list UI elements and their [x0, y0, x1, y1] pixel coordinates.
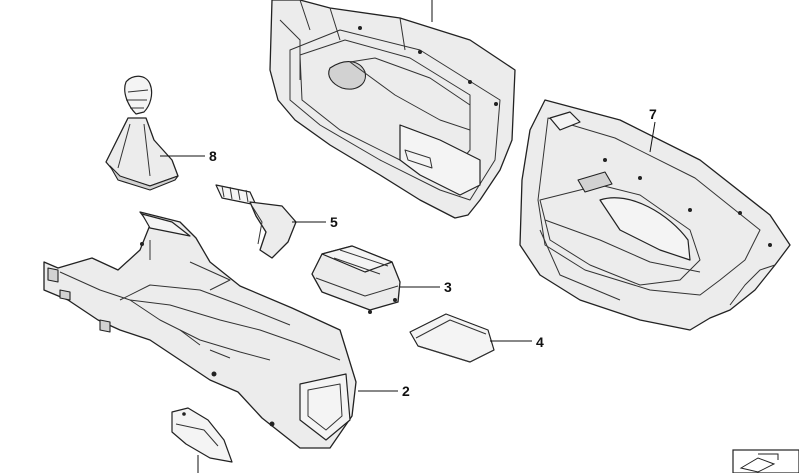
front-door-panel[interactable]	[269, 0, 516, 219]
armrest-cushion[interactable]	[409, 313, 495, 363]
shift-boot[interactable]	[105, 75, 179, 191]
callout-7: 7	[649, 106, 657, 122]
armrest[interactable]	[311, 245, 401, 314]
rear-door-panel[interactable]	[519, 99, 791, 331]
exploded-view-corner-icon	[732, 449, 799, 473]
callout-4: 4	[536, 334, 544, 350]
handbrake-grip[interactable]	[215, 184, 297, 259]
callout-5: 5	[330, 214, 338, 230]
callout-3: 3	[444, 279, 452, 295]
callout-8: 8	[209, 148, 217, 164]
console-bracket[interactable]	[171, 407, 233, 463]
center-console[interactable]	[43, 211, 357, 449]
leader-line-7	[649, 121, 656, 153]
callout-2: 2	[402, 383, 410, 399]
